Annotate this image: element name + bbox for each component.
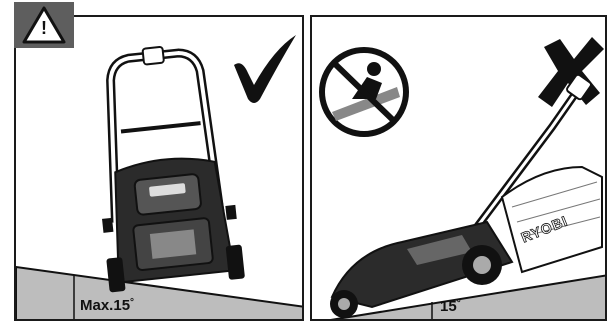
right-illustration — [312, 17, 607, 321]
warning-box: ! — [14, 2, 74, 48]
warning-glyph: ! — [14, 18, 74, 39]
no-ride-icon — [322, 50, 406, 134]
max-angle-label: Max.15° — [80, 297, 134, 314]
mower-front-view — [85, 41, 245, 293]
mower-on-slope-incorrect-panel: 15° RYOBI — [310, 15, 607, 321]
left-illustration — [16, 17, 304, 321]
mower-on-slope-correct-panel: Max.15° — [14, 15, 304, 321]
angle-label: 15° — [440, 298, 461, 315]
checkmark-icon — [234, 35, 296, 103]
